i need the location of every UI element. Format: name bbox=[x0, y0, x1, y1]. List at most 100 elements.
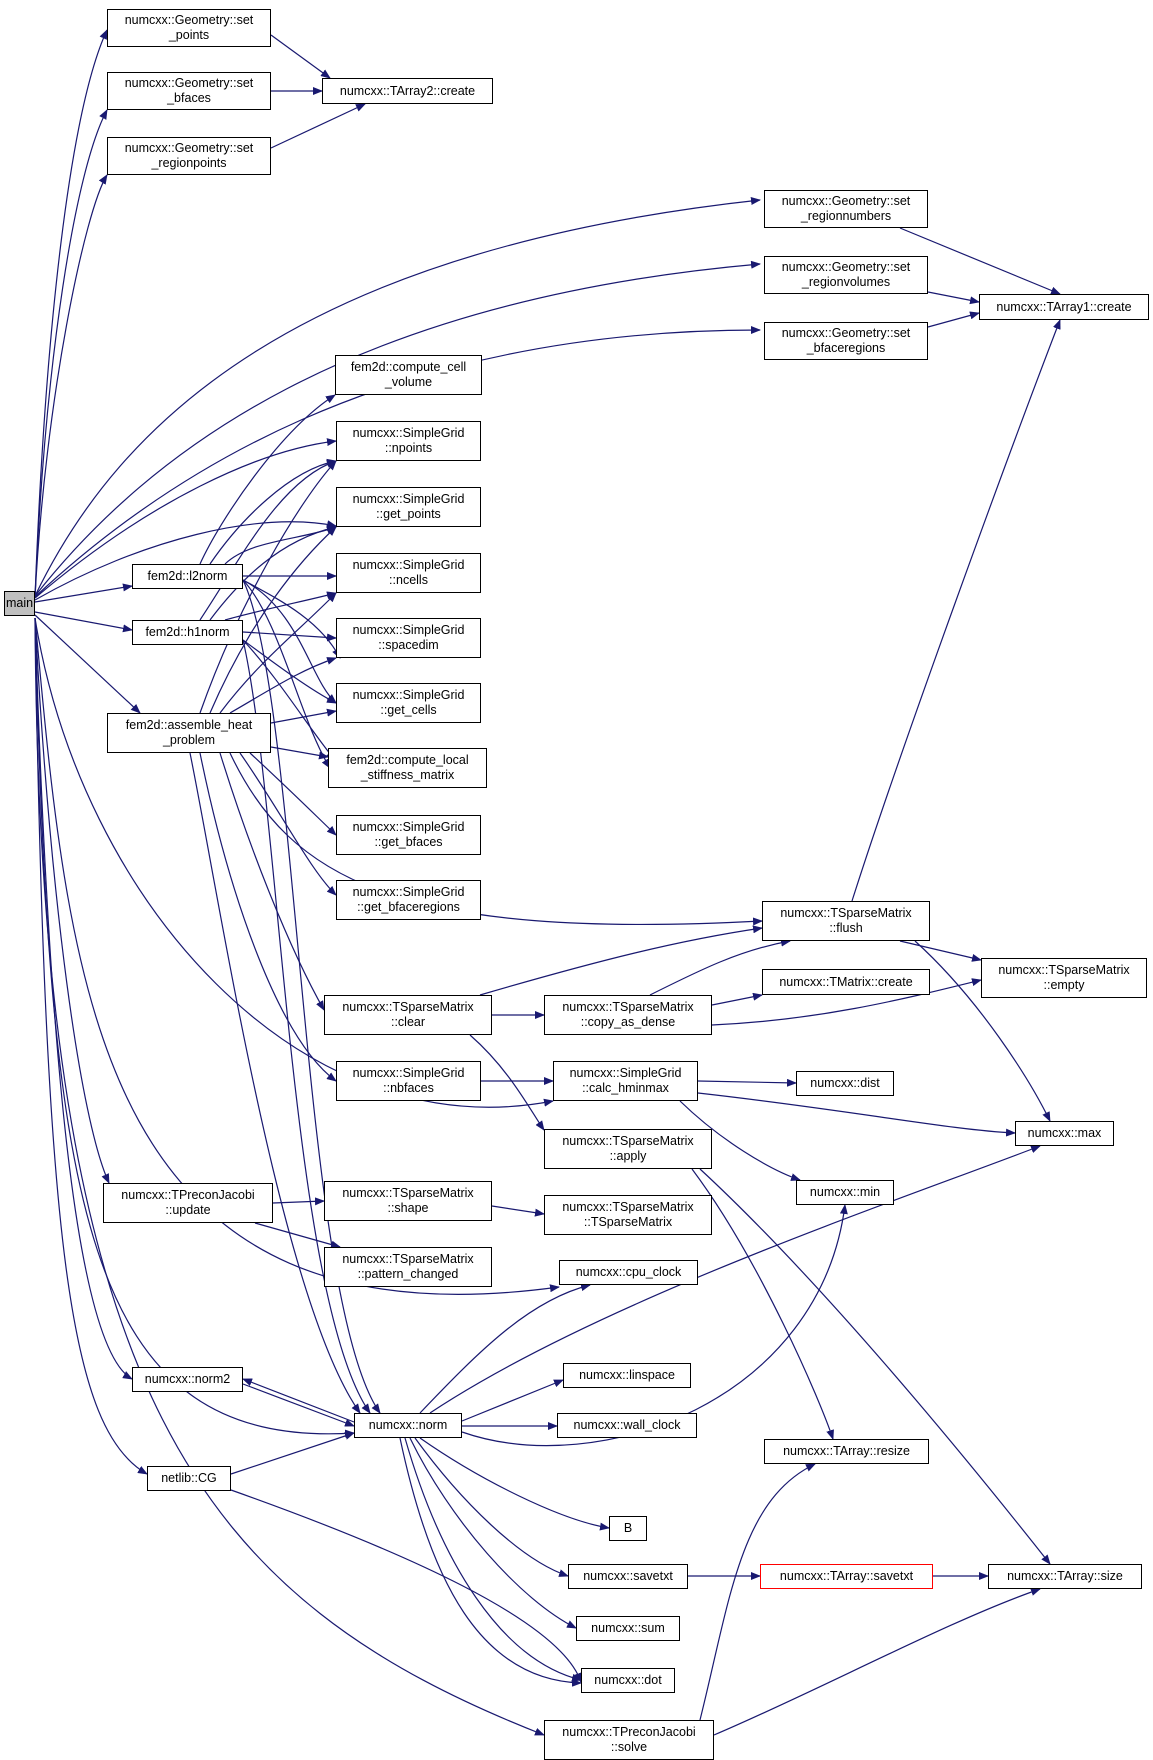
node-label-line: numcxx::min bbox=[809, 1185, 881, 1199]
node-sg-calc-hminmax[interactable]: numcxx::SimpleGrid::calc_hminmax bbox=[553, 1061, 698, 1101]
node-tpj-solve[interactable]: numcxx::TPreconJacobi::solve bbox=[544, 1720, 714, 1760]
node-label-line: numcxx::savetxt bbox=[583, 1569, 673, 1583]
node-label-line: ::get_cells bbox=[380, 703, 437, 717]
call-edge bbox=[34, 617, 110, 1184]
node-linspace[interactable]: numcxx::linspace bbox=[563, 1363, 691, 1388]
call-edge bbox=[209, 458, 337, 565]
call-edge bbox=[272, 1197, 325, 1206]
call-edge bbox=[254, 1222, 341, 1249]
call-edge bbox=[34, 109, 108, 599]
node-label-line: numcxx::wall_clock bbox=[573, 1418, 681, 1432]
node-tarray-savetxt[interactable]: numcxx::TArray::savetxt bbox=[760, 1564, 933, 1589]
node-min[interactable]: numcxx::min bbox=[796, 1180, 894, 1205]
node-label-line: numcxx::TSparseMatrix bbox=[780, 906, 912, 920]
node-tarray-size[interactable]: numcxx::TArray::size bbox=[988, 1564, 1142, 1589]
node-sg-get-bfaces[interactable]: numcxx::SimpleGrid::get_bfaces bbox=[336, 815, 481, 855]
node-tmatrix-create[interactable]: numcxx::TMatrix::create bbox=[762, 969, 930, 995]
call-edge bbox=[927, 291, 980, 305]
call-edge bbox=[229, 752, 763, 926]
call-edge bbox=[242, 579, 331, 769]
call-edge bbox=[414, 1437, 569, 1577]
node-label-line: ::update bbox=[165, 1203, 211, 1217]
node-geom-set-regionnumbers[interactable]: numcxx::Geometry::set_regionnumbers bbox=[764, 190, 928, 228]
node-label-line: ::TSparseMatrix bbox=[583, 1215, 673, 1229]
node-label-line: numcxx::norm2 bbox=[144, 1372, 231, 1386]
node-label-line: netlib::CG bbox=[161, 1471, 217, 1485]
call-edge bbox=[679, 1100, 801, 1181]
node-tpj-update[interactable]: numcxx::TPreconJacobi::update bbox=[103, 1183, 273, 1223]
call-edge bbox=[270, 746, 329, 760]
node-savetxt[interactable]: numcxx::savetxt bbox=[568, 1564, 688, 1589]
node-geom-set-regionvolumes[interactable]: numcxx::Geometry::set_regionvolumes bbox=[764, 256, 928, 294]
node-compute-cell-volume[interactable]: fem2d::compute_cell_volume bbox=[335, 355, 482, 395]
node-sg-get-bfaceregions[interactable]: numcxx::SimpleGrid::get_bfaceregions bbox=[336, 880, 481, 920]
node-tsm-shape[interactable]: numcxx::TSparseMatrix::shape bbox=[324, 1181, 492, 1221]
node-assemble[interactable]: fem2d::assemble_heat_problem bbox=[107, 713, 271, 753]
call-edge bbox=[199, 752, 337, 1082]
node-tsm-empty[interactable]: numcxx::TSparseMatrix::empty bbox=[981, 958, 1147, 998]
node-l2norm[interactable]: fem2d::l2norm bbox=[132, 564, 243, 589]
node-label-line: ::nbfaces bbox=[383, 1081, 434, 1095]
node-cpu-clock[interactable]: numcxx::cpu_clock bbox=[559, 1260, 698, 1285]
node-label-line: numcxx::SimpleGrid bbox=[352, 623, 465, 637]
call-edge bbox=[34, 614, 141, 714]
node-label-line: ::apply bbox=[609, 1149, 647, 1163]
node-sg-ncells[interactable]: numcxx::SimpleGrid::ncells bbox=[336, 553, 481, 593]
node-label-line: numcxx::Geometry::set bbox=[781, 260, 911, 274]
node-geom-set-regionpoints[interactable]: numcxx::Geometry::set_regionpoints bbox=[107, 137, 271, 175]
node-geom-set-points[interactable]: numcxx::Geometry::set_points bbox=[107, 9, 271, 47]
node-tsm-copy-as-dense[interactable]: numcxx::TSparseMatrix::copy_as_dense bbox=[544, 995, 712, 1035]
node-label-line: _bfaceregions bbox=[806, 341, 886, 355]
node-wall-clock[interactable]: numcxx::wall_clock bbox=[557, 1413, 697, 1438]
call-edge bbox=[491, 1205, 545, 1217]
node-sg-get-points[interactable]: numcxx::SimpleGrid::get_points bbox=[336, 487, 481, 527]
call-edge bbox=[697, 1078, 797, 1087]
node-label-line: ::empty bbox=[1043, 978, 1085, 992]
node-geom-set-bfaceregions[interactable]: numcxx::Geometry::set_bfaceregions bbox=[764, 322, 928, 360]
node-label-line: fem2d::compute_local bbox=[346, 753, 469, 767]
node-label-line: numcxx::SimpleGrid bbox=[352, 688, 465, 702]
node-sg-spacedim[interactable]: numcxx::SimpleGrid::spacedim bbox=[336, 618, 481, 658]
node-max[interactable]: numcxx::max bbox=[1015, 1121, 1114, 1146]
node-tarray1-create[interactable]: numcxx::TArray1::create bbox=[979, 294, 1149, 320]
node-tsm-ctor[interactable]: numcxx::TSparseMatrix::TSparseMatrix bbox=[544, 1195, 712, 1235]
node-dist[interactable]: numcxx::dist bbox=[796, 1071, 894, 1096]
node-label-line: numcxx::TSparseMatrix bbox=[562, 1200, 694, 1214]
call-edge bbox=[914, 940, 1051, 1122]
call-edge bbox=[242, 579, 337, 704]
node-tarray-resize[interactable]: numcxx::TArray::resize bbox=[764, 1439, 929, 1464]
node-label-line: numcxx::norm bbox=[368, 1418, 448, 1432]
node-sum[interactable]: numcxx::sum bbox=[576, 1616, 680, 1641]
call-edge bbox=[242, 1378, 355, 1423]
node-norm[interactable]: numcxx::norm bbox=[354, 1413, 462, 1438]
call-edge bbox=[34, 520, 337, 601]
node-tarray2-create[interactable]: numcxx::TArray2::create bbox=[322, 78, 493, 104]
node-tsm-pattern-changed[interactable]: numcxx::TSparseMatrix::pattern_changed bbox=[324, 1247, 492, 1287]
node-norm2[interactable]: numcxx::norm2 bbox=[132, 1367, 243, 1392]
node-sg-nbfaces[interactable]: numcxx::SimpleGrid::nbfaces bbox=[336, 1061, 481, 1101]
node-dot[interactable]: numcxx::dot bbox=[581, 1668, 675, 1693]
node-B[interactable]: B bbox=[609, 1516, 647, 1541]
node-label-line: numcxx::SimpleGrid bbox=[352, 885, 465, 899]
call-edge bbox=[899, 940, 982, 962]
call-edge bbox=[34, 174, 108, 599]
node-sg-npoints[interactable]: numcxx::SimpleGrid::npoints bbox=[336, 421, 481, 461]
node-compute-local-stiffness[interactable]: fem2d::compute_local_stiffness_matrix bbox=[328, 748, 487, 788]
node-label-line: ::clear bbox=[390, 1015, 426, 1029]
node-label-line: numcxx::Geometry::set bbox=[124, 76, 254, 90]
node-h1norm[interactable]: fem2d::h1norm bbox=[132, 620, 243, 645]
node-label-line: numcxx::Geometry::set bbox=[124, 13, 254, 27]
node-main[interactable]: main bbox=[4, 591, 35, 616]
node-label-line: _regionpoints bbox=[151, 156, 227, 170]
node-tsm-clear[interactable]: numcxx::TSparseMatrix::clear bbox=[324, 995, 492, 1035]
node-tsm-flush[interactable]: numcxx::TSparseMatrix::flush bbox=[762, 901, 930, 941]
node-label-line: numcxx::TPreconJacobi bbox=[121, 1188, 255, 1202]
call-edge bbox=[230, 1489, 582, 1683]
node-tsm-apply[interactable]: numcxx::TSparseMatrix::apply bbox=[544, 1129, 712, 1169]
node-cg[interactable]: netlib::CG bbox=[147, 1466, 231, 1491]
node-geom-set-bfaces[interactable]: numcxx::Geometry::set_bfaces bbox=[107, 72, 271, 110]
node-sg-get-cells[interactable]: numcxx::SimpleGrid::get_cells bbox=[336, 683, 481, 723]
call-edge bbox=[239, 752, 337, 896]
call-edge bbox=[34, 29, 108, 599]
